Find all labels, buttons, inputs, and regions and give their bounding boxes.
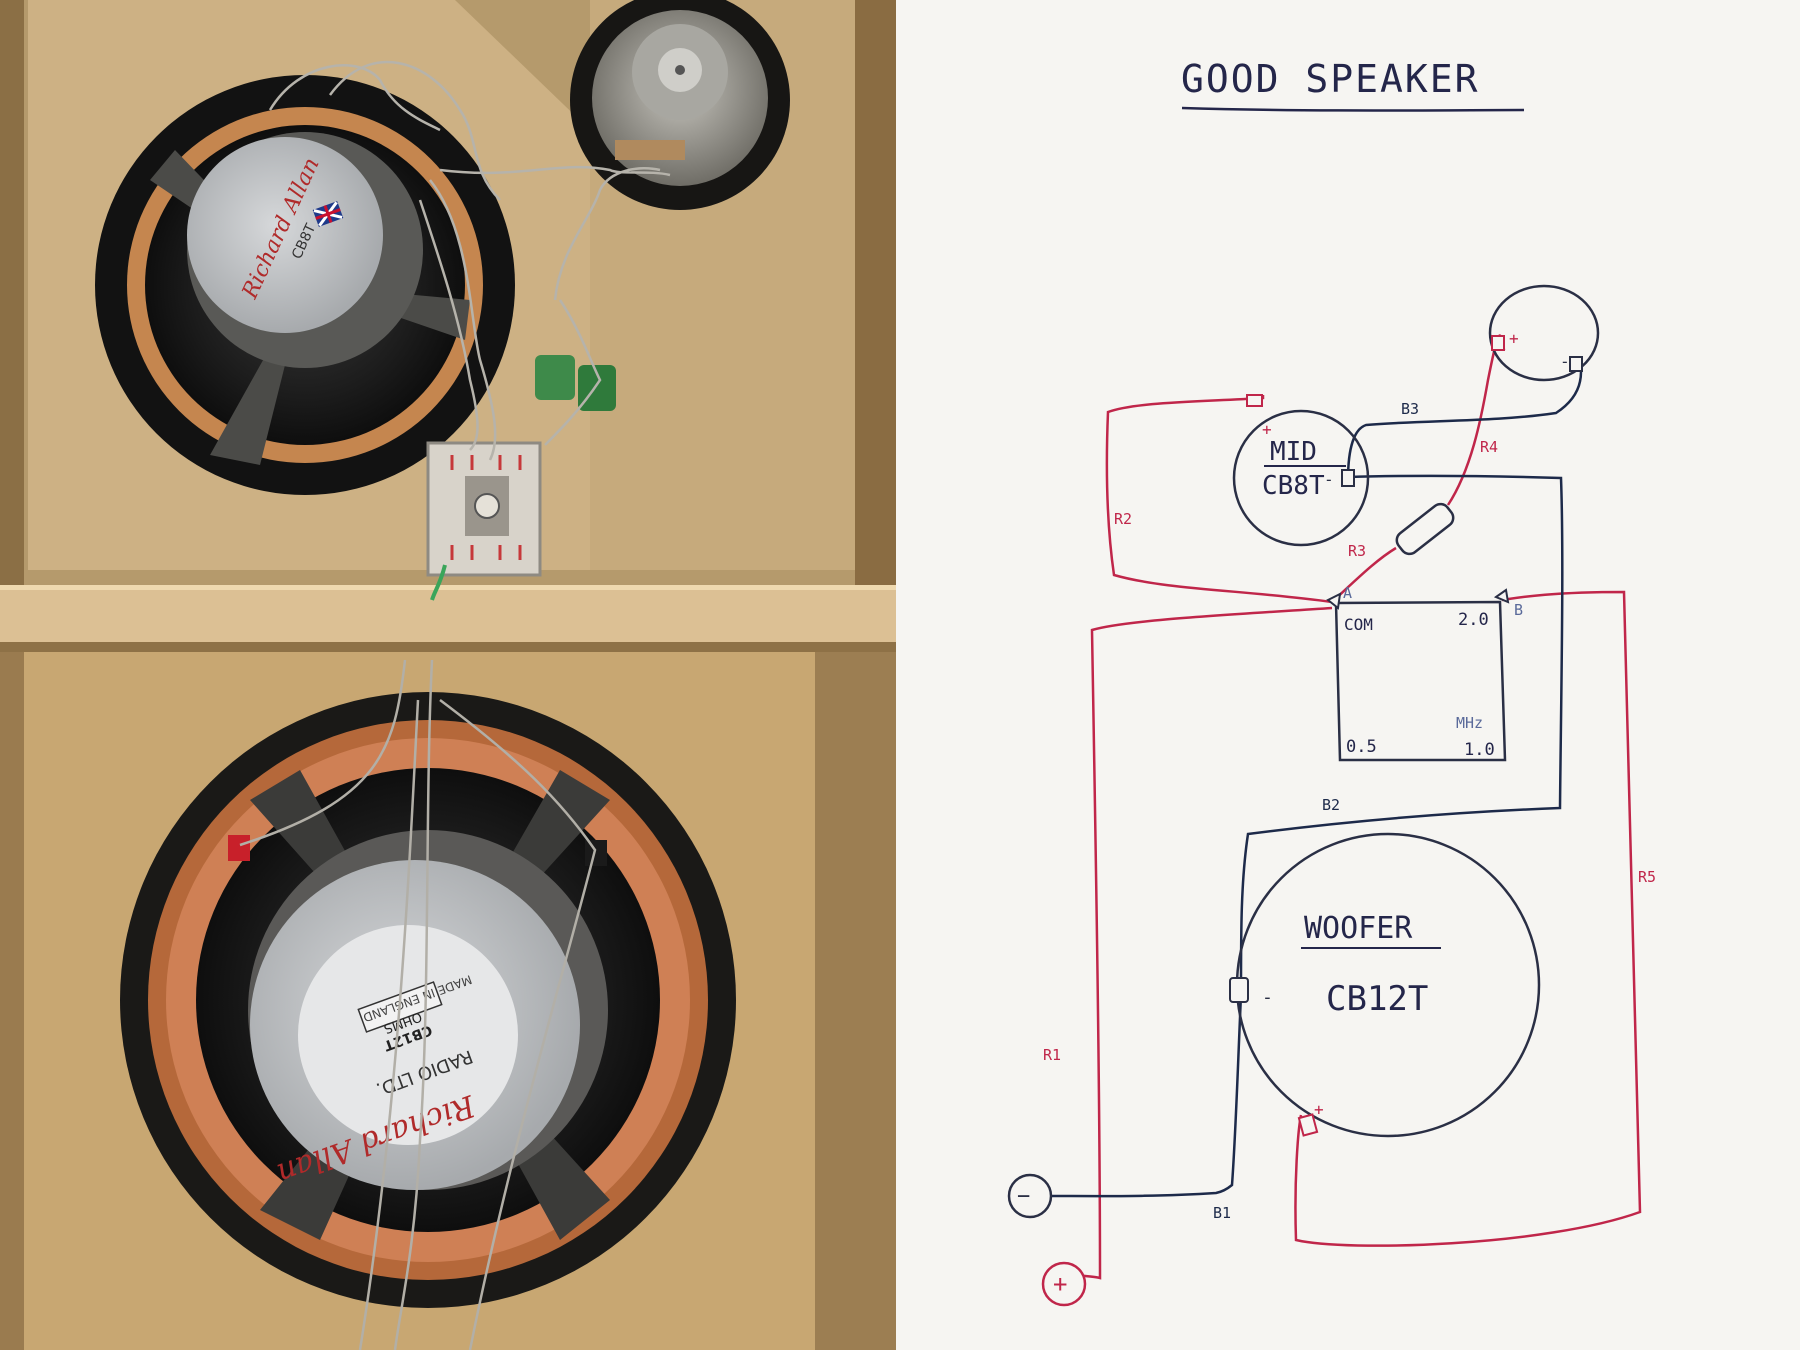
shelf: [0, 585, 896, 652]
tweeter-photo: [570, 0, 790, 210]
mid-label-line1: MID: [1270, 437, 1317, 467]
wire-r5: [1294, 590, 1642, 1247]
crossover-0-5: 0.5: [1346, 737, 1377, 757]
inline-resistor: [1395, 502, 1455, 556]
crossover-symbol: A B COM 2.0 0.5 1.0 MHz: [1326, 584, 1523, 762]
wire-r2: [1105, 395, 1333, 604]
crossover-unit: MHz: [1456, 714, 1483, 732]
wire-b1: [1045, 994, 1243, 1198]
tweeter-symbol: + -: [1488, 284, 1600, 382]
label-b3: B3: [1401, 400, 1419, 418]
woofer-photo: Richard Allan RADIO LTD. CB12T OHMS MADE…: [120, 692, 736, 1308]
tweeter-minus: -: [1560, 352, 1570, 371]
label-r4: R4: [1480, 438, 1498, 456]
negative-terminal-symbol: −: [1017, 1184, 1030, 1209]
label-r2: R2: [1114, 510, 1132, 528]
crossover-photo: [426, 355, 616, 601]
upper-wires: [268, 60, 671, 461]
diagram-title: GOOD SPEAKER: [1181, 57, 1480, 101]
mid-speaker-photo: Richard Allan CB8T: [95, 75, 515, 495]
mid-speaker-symbol: + - MID CB8T: [1232, 394, 1370, 547]
cabinet-photo: Richard Allan CB8T: [0, 0, 896, 1350]
terminal-a-label: A: [1343, 584, 1352, 602]
wire-b3: [1346, 371, 1583, 481]
crossover-1-0: 1.0: [1464, 740, 1495, 760]
lower-wires: [239, 659, 597, 1350]
woofer-symbol: + - WOOFER CB12T: [1229, 832, 1541, 1138]
mid-plus: +: [1262, 420, 1272, 439]
red-wires: [1050, 334, 1642, 1280]
black-wires: [1045, 371, 1583, 1198]
negative-input-terminal[interactable]: −: [1007, 1173, 1053, 1219]
wire-labels: R1 R2 R3 R4 R5 B1 B2 B3: [1043, 400, 1656, 1222]
positive-terminal-symbol: +: [1053, 1270, 1067, 1298]
positive-input-terminal[interactable]: +: [1041, 1261, 1087, 1307]
title-underline: [1181, 106, 1525, 112]
tweeter-plus: +: [1509, 329, 1519, 348]
woofer-label-line2: CB12T: [1326, 979, 1428, 1019]
woofer-plus: +: [1314, 1100, 1324, 1119]
mid-label-line2: CB8T: [1262, 471, 1325, 501]
label-r1: R1: [1043, 1046, 1061, 1064]
label-b1: B1: [1213, 1204, 1231, 1222]
terminal-b-label: B: [1514, 601, 1523, 619]
wiring-diagram: GOOD SPEAKER + - + - MID C: [896, 0, 1800, 1350]
label-b2: B2: [1322, 796, 1340, 814]
woofer-label-line1: WOOFER: [1304, 911, 1413, 946]
wire-b2: [1239, 474, 1564, 991]
crossover-com: COM: [1344, 615, 1373, 634]
crossover-2-0: 2.0: [1458, 610, 1489, 630]
label-r3: R3: [1348, 542, 1366, 560]
wire-r1: [1050, 606, 1333, 1280]
woofer-minus: -: [1262, 987, 1273, 1008]
label-r5: R5: [1638, 868, 1656, 886]
mid-minus: -: [1324, 470, 1334, 489]
